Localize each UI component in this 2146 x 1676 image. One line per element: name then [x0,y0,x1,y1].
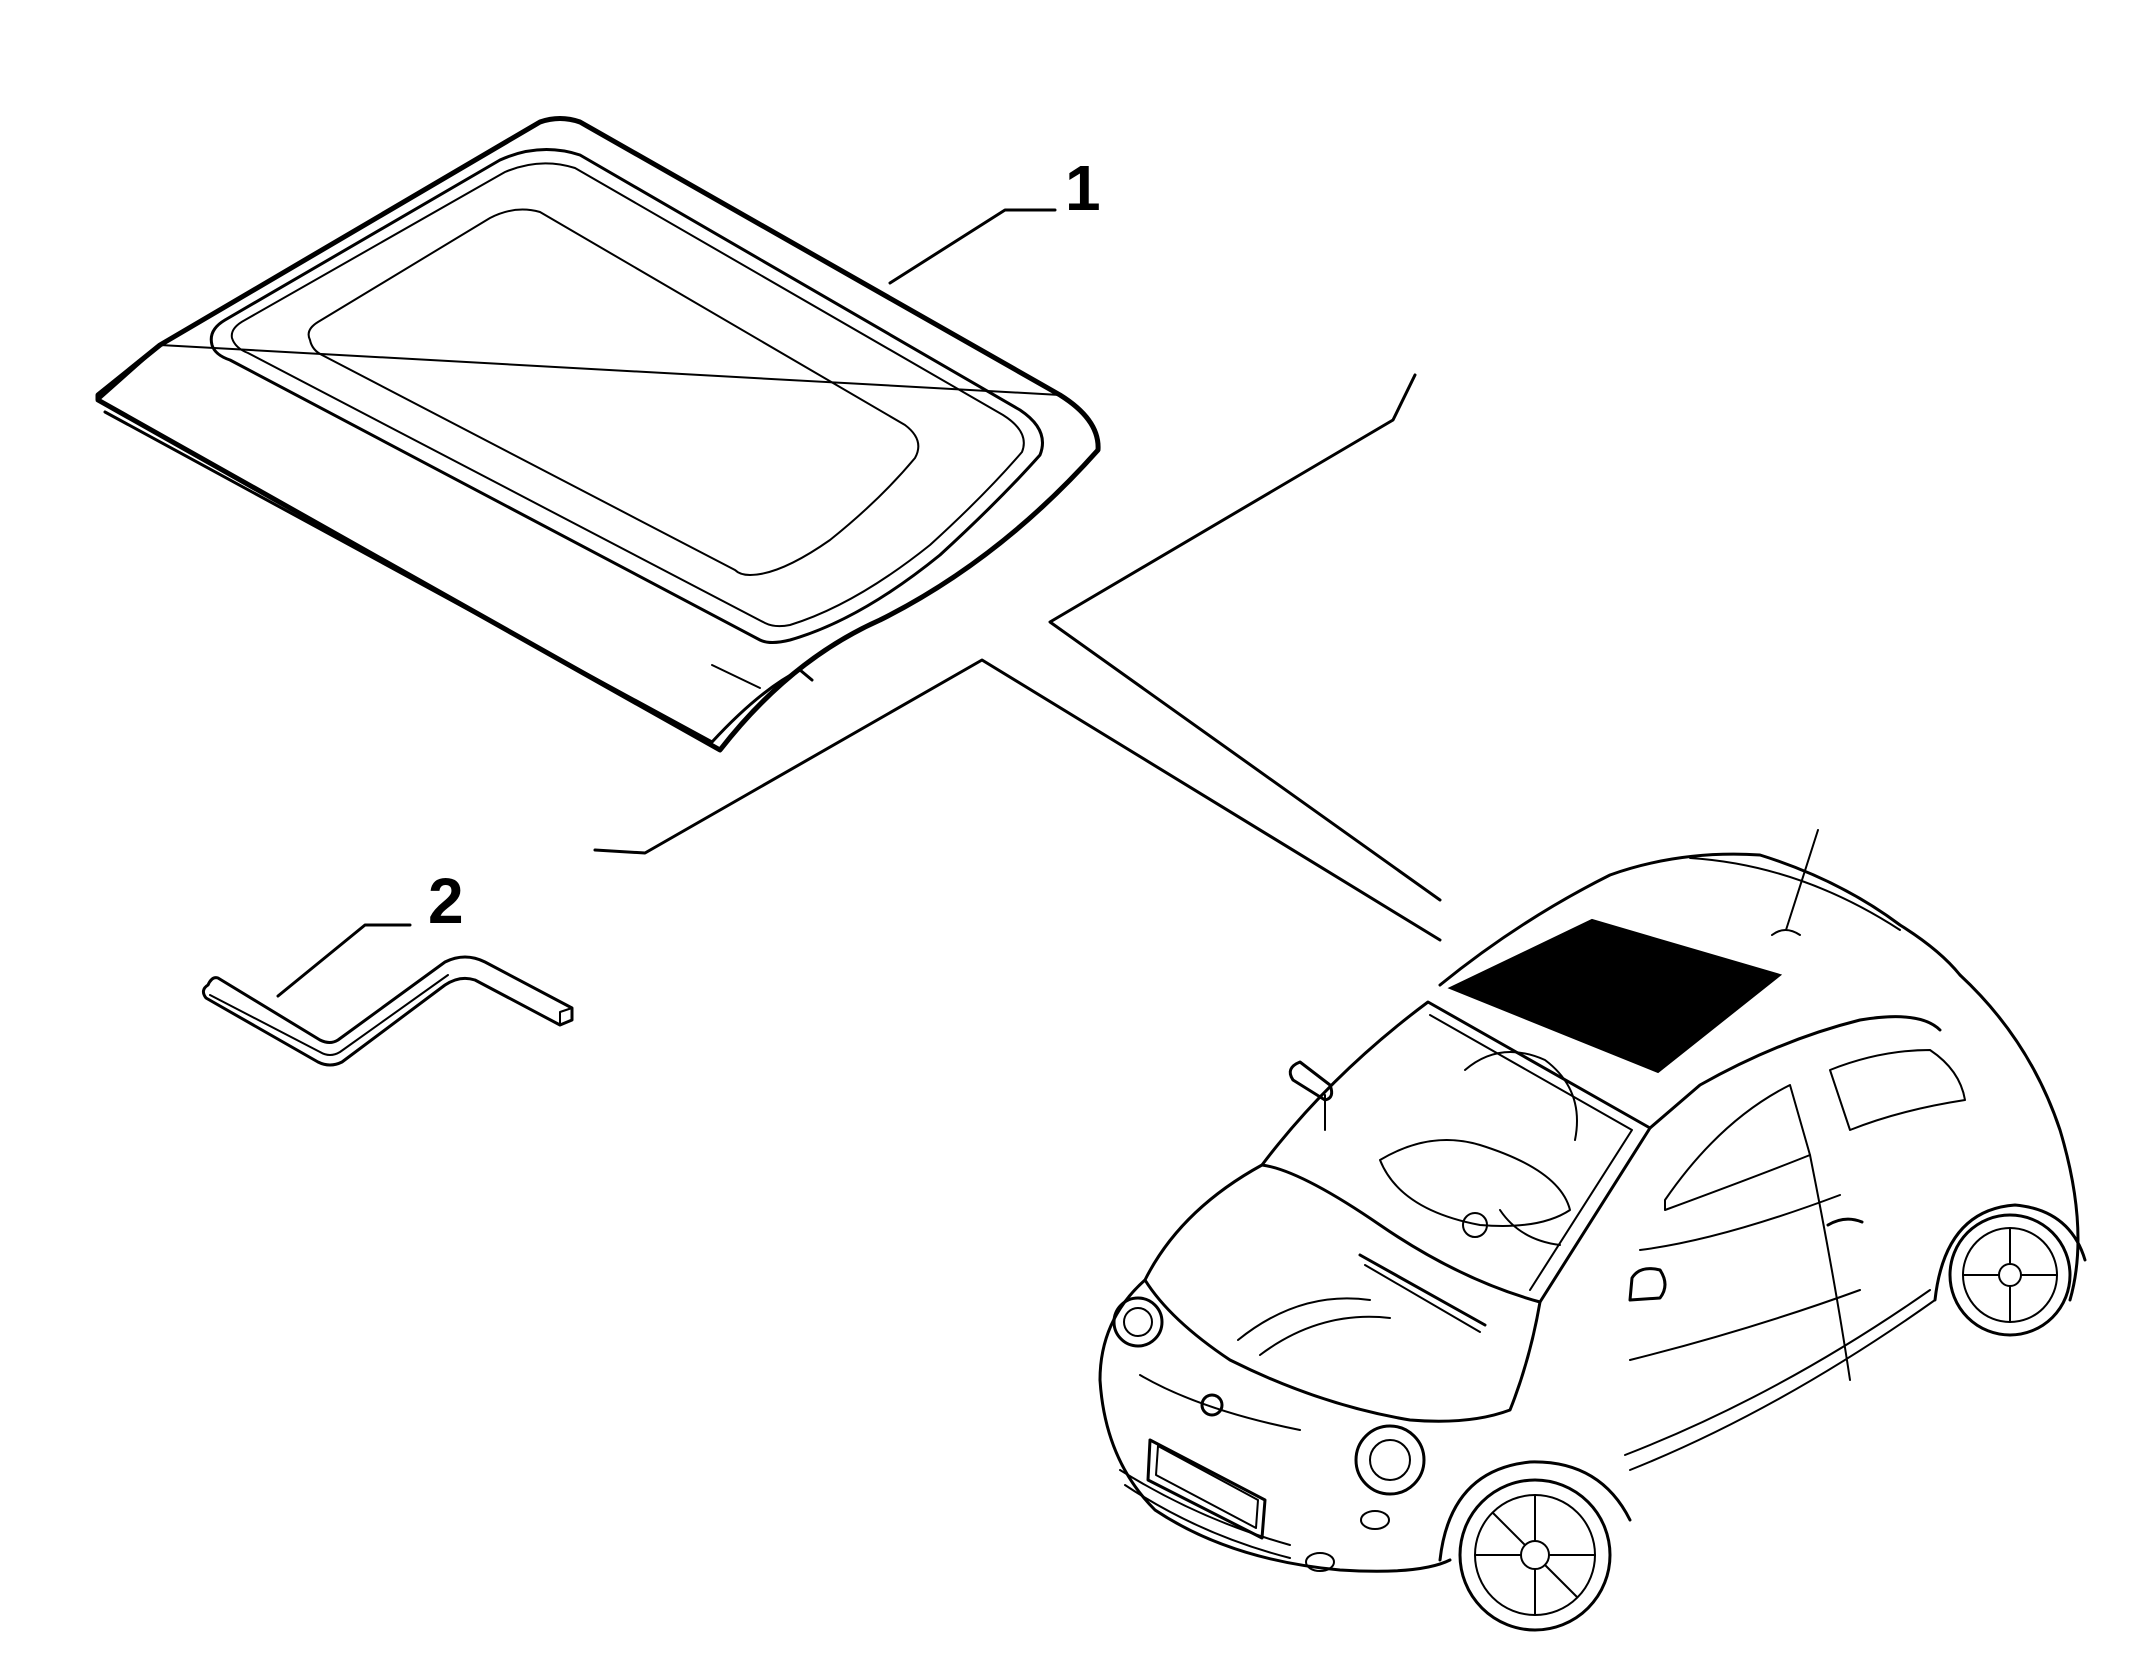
callout-1-label: 1 [1065,152,1101,224]
projection-lines [593,373,1442,942]
callout-2-label: 2 [428,865,464,937]
hex-key-wrench [201,955,574,1067]
callout-2-leader [276,923,412,998]
callout-1-leader [888,208,1057,285]
sunroof-highlight [1447,918,1783,1074]
glass-roof-panel [95,116,1101,753]
car-illustration [1098,829,2087,1632]
